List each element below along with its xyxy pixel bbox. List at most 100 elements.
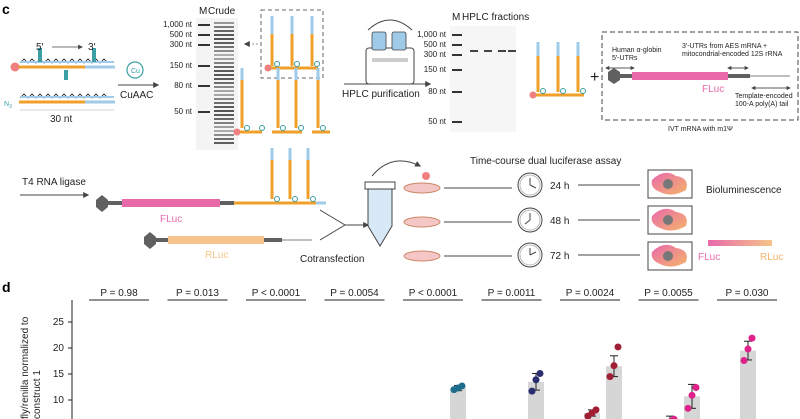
data-point: [610, 362, 618, 370]
cuaac-step: Cu CuAAC: [118, 61, 160, 101]
hplc-fraction-band: [498, 50, 506, 52]
y-label-line-2: construct 1: [32, 370, 43, 419]
crude-smear-band: [214, 50, 234, 52]
crude-marker-300: 300 nt: [170, 40, 193, 49]
hplc-marker-300: 300 nt: [424, 50, 447, 59]
polya-line-2: 100-A poly(A) tail: [735, 101, 789, 108]
crude-smear-band: [214, 22, 234, 24]
crude-ladder-band: [198, 111, 210, 113]
bar: [450, 388, 466, 419]
three-prime-label: 3′: [88, 42, 96, 53]
utr3-line-2: mitocondrial-encoded 12S rRNA: [682, 51, 783, 58]
bar-chart: [450, 334, 756, 419]
hplc-fraction-band: [484, 50, 492, 52]
tube-icon: [364, 160, 422, 247]
hplc-ladder-band: [452, 121, 462, 123]
data-point: [692, 384, 700, 392]
crude-smear-band: [214, 110, 234, 112]
hplc-ladder-band: [452, 34, 462, 36]
data-point: [606, 373, 614, 381]
data-point: [670, 415, 678, 419]
data-point: [688, 391, 696, 399]
crude-smear-band: [214, 66, 234, 68]
utr5-line-2: 5′-UTRs: [612, 55, 638, 62]
strand-length: 30 nt: [50, 114, 72, 125]
scale-rluc: RLuc: [760, 252, 783, 263]
clock-icons: [517, 172, 543, 268]
ivt-mrna-box: Human α-globin 5′-UTRs 3′-UTRs from AES …: [601, 31, 799, 121]
crude-smear-band: [214, 78, 234, 80]
y-label-line-1: fly/renilla normalized to: [20, 316, 31, 419]
crude-smear-band: [214, 30, 234, 32]
side-products: [233, 68, 330, 136]
p-value-8: P = 0.030: [726, 288, 769, 299]
cuaac-label: CuAAC: [120, 90, 153, 101]
azide-subscript: 3: [9, 104, 12, 110]
y-tick-label: 10: [53, 395, 65, 406]
crude-smear-band: [214, 62, 234, 64]
crude-ladder-band: [198, 24, 210, 26]
hplc-gel-title: HPLC fractions: [462, 12, 529, 23]
panel-c-letter: c: [2, 1, 10, 17]
utr3-label: 3′-UTRs from AES mRNA + mitocondrial-enc…: [682, 43, 783, 58]
crude-smear-band: [214, 58, 234, 60]
cotransfection-label: Cotransfection: [300, 254, 364, 265]
panel-d-letter: d: [2, 279, 11, 295]
product-box: [243, 9, 324, 79]
data-point: [458, 382, 466, 390]
hplc-ladder-band: [452, 91, 462, 93]
p-value-3: P = 0.0054: [330, 288, 379, 299]
time-48h: 48 h: [550, 216, 569, 227]
utr5-line-1: Human α-globin: [612, 47, 662, 54]
crude-smear-band: [214, 122, 234, 124]
ivt-gene-label: FLuc: [702, 84, 724, 95]
crude-smear-band: [214, 142, 234, 144]
utr3-line-1: 3′-UTRs from AES mRNA +: [682, 43, 767, 50]
crude-smear-band: [214, 138, 234, 140]
crude-smear-band: [214, 98, 234, 100]
y-tick-label: 20: [53, 343, 65, 354]
bioluminescence-scale: [708, 240, 772, 246]
rluc-construct-label: RLuc: [205, 250, 228, 261]
polya-line-1: Template-encoded: [735, 93, 793, 100]
crude-ladder-band: [198, 34, 210, 36]
crude-marker-50: 50 nt: [174, 107, 193, 116]
hplc-marker-500: 500 nt: [424, 40, 447, 49]
hplc-marker-50: 50 nt: [428, 117, 447, 126]
bar: [740, 350, 756, 419]
time-72h: 72 h: [550, 251, 569, 262]
crude-lane-m: M: [199, 6, 207, 17]
svg-text:N3: N3: [4, 101, 12, 110]
p-value-4: P < 0.0001: [409, 288, 458, 299]
time-24h: 24 h: [550, 181, 569, 192]
crude-smear-band: [214, 134, 234, 136]
ivt-caption: IVT mRNA with m1Ψ: [668, 126, 733, 133]
y-axis-label: fly/renilla normalized to construct 1: [20, 314, 43, 419]
purified-product: [529, 42, 586, 99]
crude-smear-band: [214, 106, 234, 108]
crude-ladder-band: [198, 44, 210, 46]
five-prime-label: 5′: [36, 42, 44, 53]
crude-smear-band: [214, 70, 234, 72]
p-value-2: P < 0.0001: [252, 288, 301, 299]
polya-tail-label: Template-encoded 100-A poly(A) tail: [735, 93, 795, 108]
hplc-label: HPLC purification: [342, 89, 420, 100]
crude-smear-band: [214, 74, 234, 76]
crude-smear-band: [214, 86, 234, 88]
data-point: [532, 376, 540, 384]
data-point: [592, 406, 600, 414]
data-point: [684, 404, 692, 412]
crude-smear-band: [214, 94, 234, 96]
p-value-6: P = 0.0024: [566, 288, 615, 299]
hplc-fraction-band: [508, 50, 516, 52]
crude-smear-band: [214, 46, 234, 48]
assay-title: Time-course dual luciferase assay: [470, 156, 621, 167]
p-value-5: P = 0.0011: [488, 288, 536, 299]
data-point: [740, 356, 748, 364]
crude-gel: M Crude 1,000 nt 500 nt 300 nt 150 nt 80…: [163, 6, 238, 150]
crude-smear-band: [214, 26, 234, 28]
crude-smear-band: [214, 42, 234, 44]
data-point: [744, 345, 752, 353]
crude-ladder-band: [198, 65, 210, 67]
hplc-marker-1000: 1,000 nt: [417, 30, 447, 39]
